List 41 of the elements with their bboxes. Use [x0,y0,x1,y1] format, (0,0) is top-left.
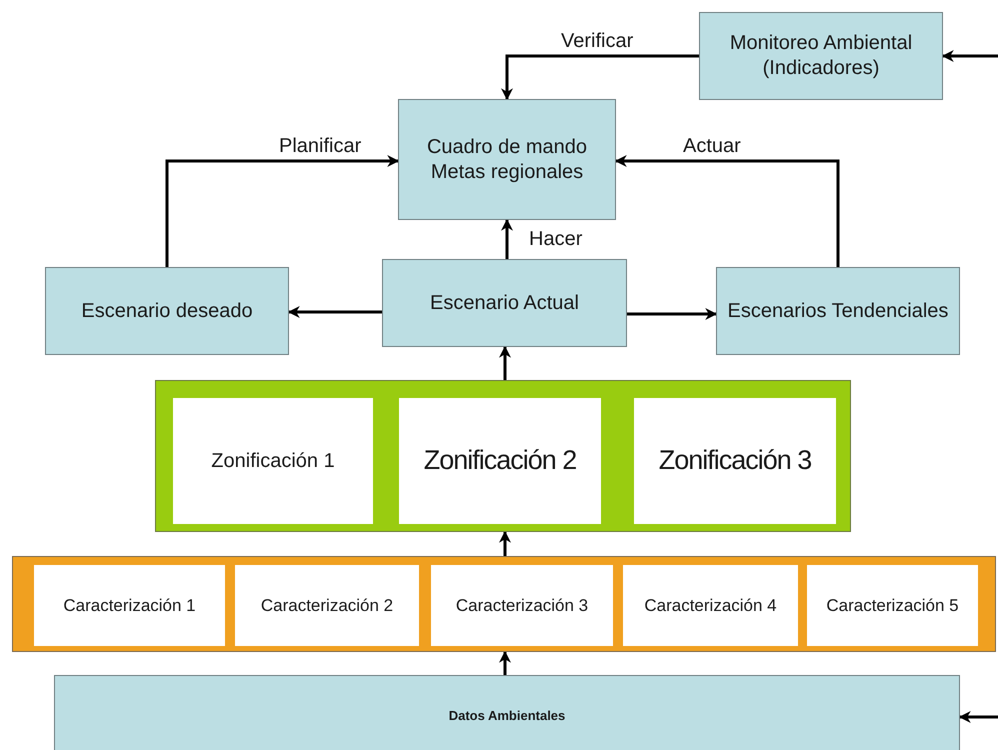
arrow [501,218,513,259]
process-box [623,565,798,646]
node-label: Datos Ambientales [448,708,566,724]
process-box [45,267,289,355]
node-label: Caracterización 5 [825,594,960,616]
process-box [399,398,601,524]
process-box [807,565,978,646]
node-label: Caracterización 2 [260,594,394,616]
node-label: Zonificación 1 [210,448,336,474]
process-box [634,398,836,524]
node-label: Zonificación 2 [422,444,578,478]
arrow [614,155,840,267]
process-box [398,99,616,220]
zone-panel [155,380,851,532]
arrow [942,50,998,62]
node-label: Escenario Actual [429,290,580,316]
characterization-panel [12,556,996,652]
arrow [501,54,699,100]
arrow [166,155,400,267]
arrow [627,308,718,320]
arrow [499,530,511,556]
process-box [382,259,627,347]
process-box [34,565,225,646]
node-label: Escenario deseado [80,298,254,324]
node-label: Caracterización 4 [643,594,778,616]
process-box [699,12,943,100]
process-box [431,565,613,646]
process-box [54,675,960,750]
process-box [716,267,960,355]
arrow [499,650,511,675]
arrow [499,346,511,380]
process-box [235,565,419,646]
node-label: Zonificación 3 [658,444,812,478]
arrow [958,711,998,723]
node-label: Caracterización 3 [454,594,590,616]
process-box [173,398,373,524]
arrow [288,306,382,318]
node-label: Caracterización 1 [62,594,197,616]
node-label: Monitoreo Ambiental (Indicadores) [728,31,914,81]
node-label: Escenarios Tendenciales [726,298,950,324]
node-label: Cuadro de mando Metas regionales [426,134,588,184]
